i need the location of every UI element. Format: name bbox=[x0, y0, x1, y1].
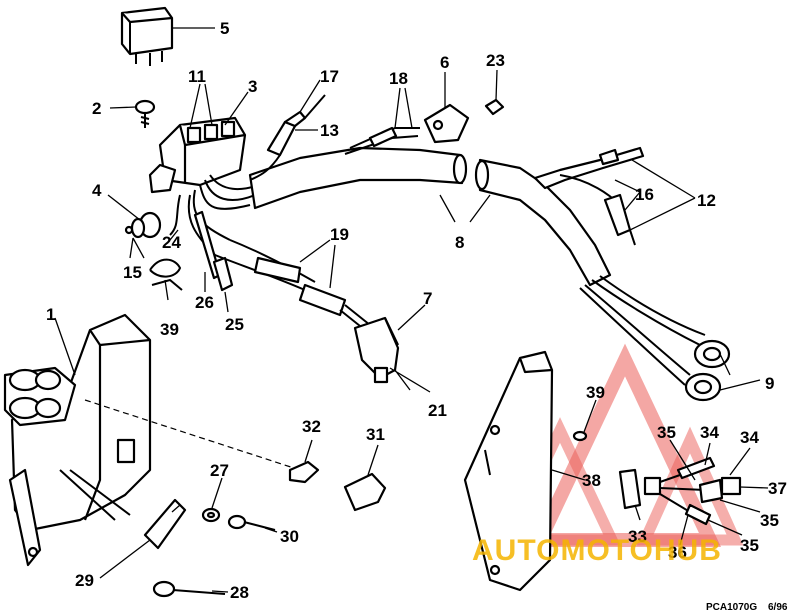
callout-13: 12 bbox=[697, 191, 716, 210]
callout-25: 27 bbox=[210, 461, 229, 480]
callout-22: 24 bbox=[162, 233, 181, 252]
callout-39: 39 bbox=[586, 383, 605, 402]
callout-23: 25 bbox=[225, 315, 244, 334]
washer-25 bbox=[201, 507, 221, 523]
callout-4: 4 bbox=[92, 181, 102, 200]
panel-38 bbox=[463, 350, 554, 592]
callout-16: 17 bbox=[320, 67, 339, 86]
plug-assembly-31 bbox=[618, 456, 742, 526]
screw-39 bbox=[572, 430, 588, 442]
callout-28: 30 bbox=[280, 527, 299, 546]
terminal-block-3 bbox=[148, 116, 247, 194]
connector-6 bbox=[423, 103, 470, 144]
watermark-text: AUTOMOTOHUB bbox=[472, 534, 722, 567]
screw-2 bbox=[134, 99, 156, 128]
callout-34-top: 34 bbox=[700, 423, 719, 442]
callout-8: 8 bbox=[455, 233, 464, 252]
relay-5 bbox=[120, 6, 174, 66]
callout-17: 18 bbox=[389, 69, 408, 88]
callout-3: 3 bbox=[248, 77, 257, 96]
callouts: 5 2 3 11 17 13 18 6 23 4 24 15 26 25 39 … bbox=[46, 19, 787, 602]
callout-37: 39 bbox=[160, 320, 179, 339]
callout-12: 13 bbox=[320, 121, 339, 140]
drawing-code: PCA1070G bbox=[706, 602, 757, 613]
dashed-line-30 bbox=[84, 399, 301, 471]
screw-26 bbox=[152, 580, 226, 598]
callout-24: 26 bbox=[195, 293, 214, 312]
plate-27 bbox=[143, 498, 187, 550]
callout-2: 2 bbox=[92, 99, 101, 118]
callout-34-bottom: 35 bbox=[740, 536, 759, 555]
callout-35-top: 35 bbox=[657, 423, 676, 442]
callout-15: 16 bbox=[635, 185, 654, 204]
callout-38: 38 bbox=[582, 471, 601, 490]
cap-29 bbox=[343, 472, 387, 512]
date-code: 6/96 bbox=[768, 602, 788, 613]
clip-37 bbox=[149, 258, 183, 291]
callout-35-bottom: 36 bbox=[668, 543, 687, 562]
callout-1: 1 bbox=[46, 305, 55, 324]
callout-29: 31 bbox=[366, 425, 385, 444]
callout-14: 15 bbox=[123, 263, 142, 282]
callout-27: 29 bbox=[75, 571, 94, 590]
bracket-1 bbox=[3, 313, 152, 567]
callout-33: 35 bbox=[760, 511, 779, 530]
callout-32: 34 bbox=[740, 428, 759, 447]
callout-26: 28 bbox=[230, 583, 249, 602]
callout-7: 7 bbox=[423, 289, 432, 308]
callout-18: 19 bbox=[330, 225, 349, 244]
terminal-21 bbox=[484, 98, 505, 116]
callout-5: 5 bbox=[220, 19, 229, 38]
callout-36: 37 bbox=[768, 479, 787, 498]
plug-24 bbox=[193, 210, 234, 292]
leader-lines bbox=[54, 27, 769, 593]
watermark-label: AUTOMOTOHUB bbox=[472, 534, 722, 567]
fuse-30 bbox=[288, 460, 320, 484]
callout-11: 11 bbox=[188, 67, 206, 86]
callout-9: 9 bbox=[765, 374, 774, 393]
screw-28 bbox=[227, 514, 276, 531]
callout-6: 6 bbox=[440, 53, 449, 72]
callout-30: 32 bbox=[302, 417, 321, 436]
sensor-4 bbox=[124, 211, 162, 239]
callout-19: 21 bbox=[428, 401, 447, 420]
callout-21: 23 bbox=[486, 51, 505, 70]
callout-31: 33 bbox=[628, 527, 647, 546]
